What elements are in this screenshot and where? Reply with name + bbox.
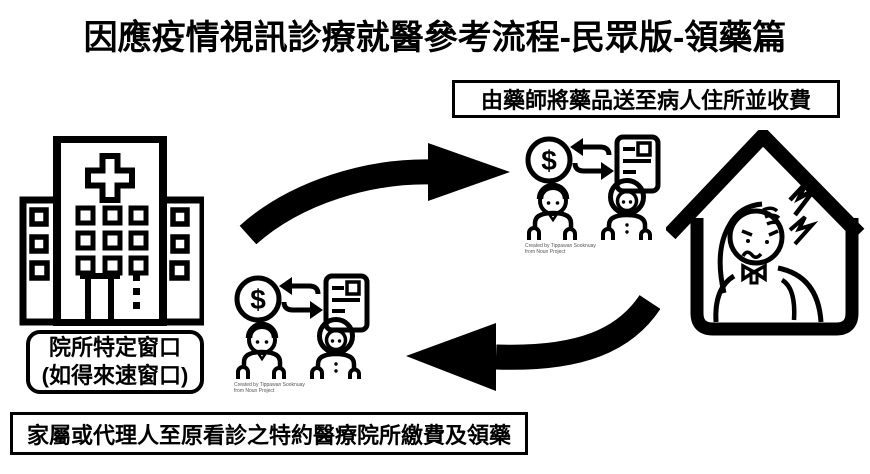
flow-arrow-to-delivery <box>239 143 510 245</box>
house-with-sick-person-icon <box>666 130 865 336</box>
receipt-document-icon <box>614 134 661 194</box>
dollar-sign: $ <box>541 145 557 176</box>
man-person-icon <box>236 321 286 379</box>
house-roof <box>666 130 865 240</box>
hospital-window-box: 院所特定窗口 (如得來速窗口) <box>26 330 204 394</box>
woman-person-icon <box>601 178 652 240</box>
exchange-arrows-icon <box>279 277 323 319</box>
coin-dollar-icon: $ <box>525 136 573 184</box>
payment-exchange-group-bottom: $ <box>232 272 372 394</box>
flow-arrow-to-window <box>406 294 660 391</box>
pharmacist-delivery-box: 由藥師將藥品送至病人住所並收費 <box>452 80 840 118</box>
sick-person-icon <box>713 201 824 323</box>
woman-person-icon <box>310 317 361 379</box>
hospital-window-label-line2: (如得來速窗口) <box>41 363 189 388</box>
family-pickup-label: 家屬或代理人至原看診之特約醫療院所繳費及領藥 <box>26 422 511 448</box>
pain-lightning-icon <box>788 181 819 246</box>
coin-dollar-icon: $ <box>234 275 282 323</box>
hospital-window-label-line1: 院所特定窗口 <box>48 335 181 360</box>
money-receipt-exchange-icon: $ <box>234 273 370 379</box>
icon-attribution: Created by Tippawan Sooknuay from Noun P… <box>525 243 596 255</box>
payment-exchange-group-top: $ <box>523 133 663 255</box>
dollar-sign: $ <box>250 284 266 315</box>
receipt-document-icon <box>323 273 370 333</box>
man-person-icon <box>527 182 577 240</box>
page-title: 因應疫情視訊診療就醫參考流程-民眾版-領藥篇 <box>83 19 787 57</box>
exchange-arrows-icon <box>570 138 614 180</box>
money-receipt-exchange-icon: $ <box>525 134 661 240</box>
pharmacist-delivery-label: 由藥師將藥品送至病人住所並收費 <box>480 88 811 113</box>
family-pickup-box: 家屬或代理人至原看診之特約醫療院所繳費及領藥 <box>10 412 528 455</box>
icon-attribution: Created by Tippawan Sooknuay from Noun P… <box>234 382 305 394</box>
hospital-building-icon <box>19 136 204 326</box>
